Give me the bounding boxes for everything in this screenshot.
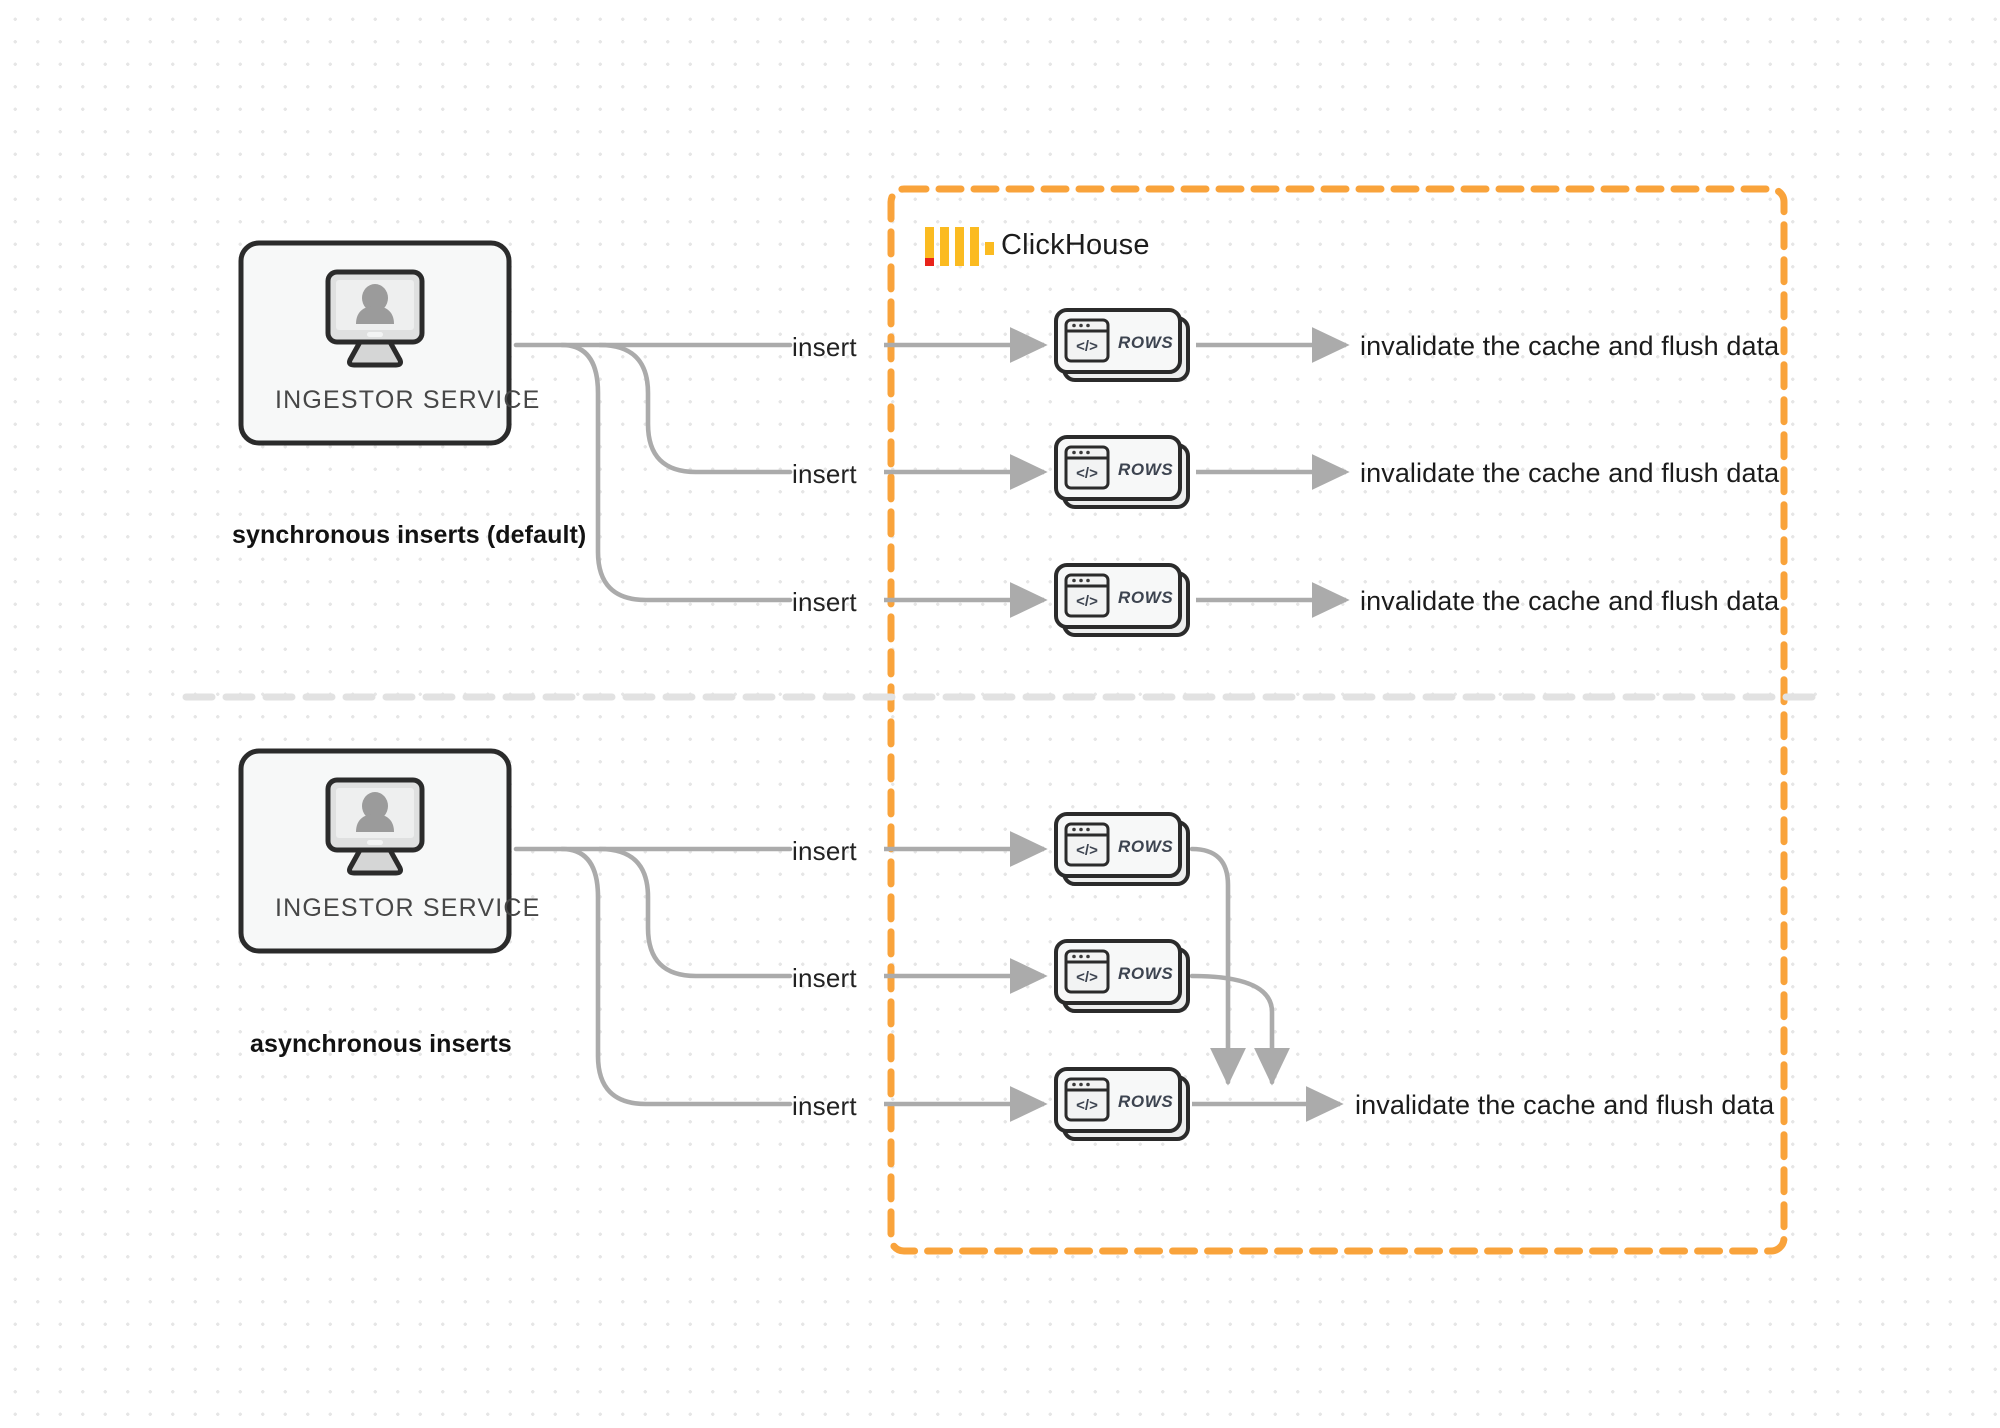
- sync-insert-label-1: insert: [792, 332, 857, 362]
- rows-card[interactable]: </>: [1054, 939, 1190, 1013]
- async-rows-label-1: ROWS: [1118, 837, 1174, 856]
- code-window-icon: </>: [1064, 822, 1110, 867]
- sync-result-label-1: invalidate the cache and flush data: [1360, 331, 1780, 361]
- sync-ingestor-service-label: INGESTOR SERVICE: [275, 386, 541, 414]
- async-rows-label-3: ROWS: [1118, 1092, 1174, 1111]
- monitor-user-icon: [325, 777, 425, 876]
- code-window-icon: </>: [1064, 1077, 1110, 1122]
- async-insert-label-1: insert: [792, 836, 857, 866]
- rows-card[interactable]: </>: [1054, 1067, 1190, 1141]
- async-branch-row2: [597, 846, 793, 979]
- rows-card[interactable]: </>: [1054, 563, 1190, 637]
- sync-rows-label-2: ROWS: [1118, 460, 1174, 479]
- sync-insert-label-3: insert: [792, 587, 857, 617]
- async-merge-from-row1: [1189, 846, 1246, 1086]
- async-insert-label-2: insert: [792, 963, 857, 993]
- sync-branch-row3: [559, 342, 793, 603]
- svg-text:</>: </>: [1076, 969, 1098, 986]
- async-ingestor-service-label: INGESTOR SERVICE: [275, 894, 541, 922]
- code-window-icon: </>: [1064, 573, 1110, 618]
- code-window-icon: </>: [1064, 949, 1110, 994]
- svg-text:</>: </>: [1076, 338, 1098, 355]
- svg-text:</>: </>: [1076, 593, 1098, 610]
- sync-mode-label: synchronous inserts (default): [232, 521, 587, 549]
- clickhouse-logo-icon: [925, 227, 994, 266]
- svg-text:</>: </>: [1076, 465, 1098, 482]
- async-branch-row3: [559, 846, 793, 1107]
- async-merge-from-row2: [1189, 973, 1290, 1086]
- monitor-user-icon: [325, 269, 425, 368]
- sync-rows-label-1: ROWS: [1118, 333, 1174, 352]
- rows-card[interactable]: </>: [1054, 308, 1190, 382]
- sync-insert-label-2: insert: [792, 459, 857, 489]
- async-result-label: invalidate the cache and flush data: [1355, 1090, 1775, 1120]
- sync-branch-row2: [597, 342, 793, 475]
- async-mode-label: asynchronous inserts: [250, 1030, 512, 1058]
- sync-result-label-3: invalidate the cache and flush data: [1360, 586, 1780, 616]
- sync-result-label-2: invalidate the cache and flush data: [1360, 458, 1780, 488]
- sync-rows-label-3: ROWS: [1118, 588, 1174, 607]
- async-insert-label-3: insert: [792, 1091, 857, 1121]
- rows-card[interactable]: </>: [1054, 435, 1190, 509]
- async-rows-label-2: ROWS: [1118, 964, 1174, 983]
- svg-text:</>: </>: [1076, 1097, 1098, 1114]
- clickhouse-boundary-label: ClickHouse: [1001, 229, 1150, 261]
- clickhouse-boundary: [887, 185, 1788, 1255]
- code-window-icon: </>: [1064, 445, 1110, 490]
- svg-text:</>: </>: [1076, 842, 1098, 859]
- code-window-icon: </>: [1064, 318, 1110, 363]
- rows-card[interactable]: </>: [1054, 812, 1190, 886]
